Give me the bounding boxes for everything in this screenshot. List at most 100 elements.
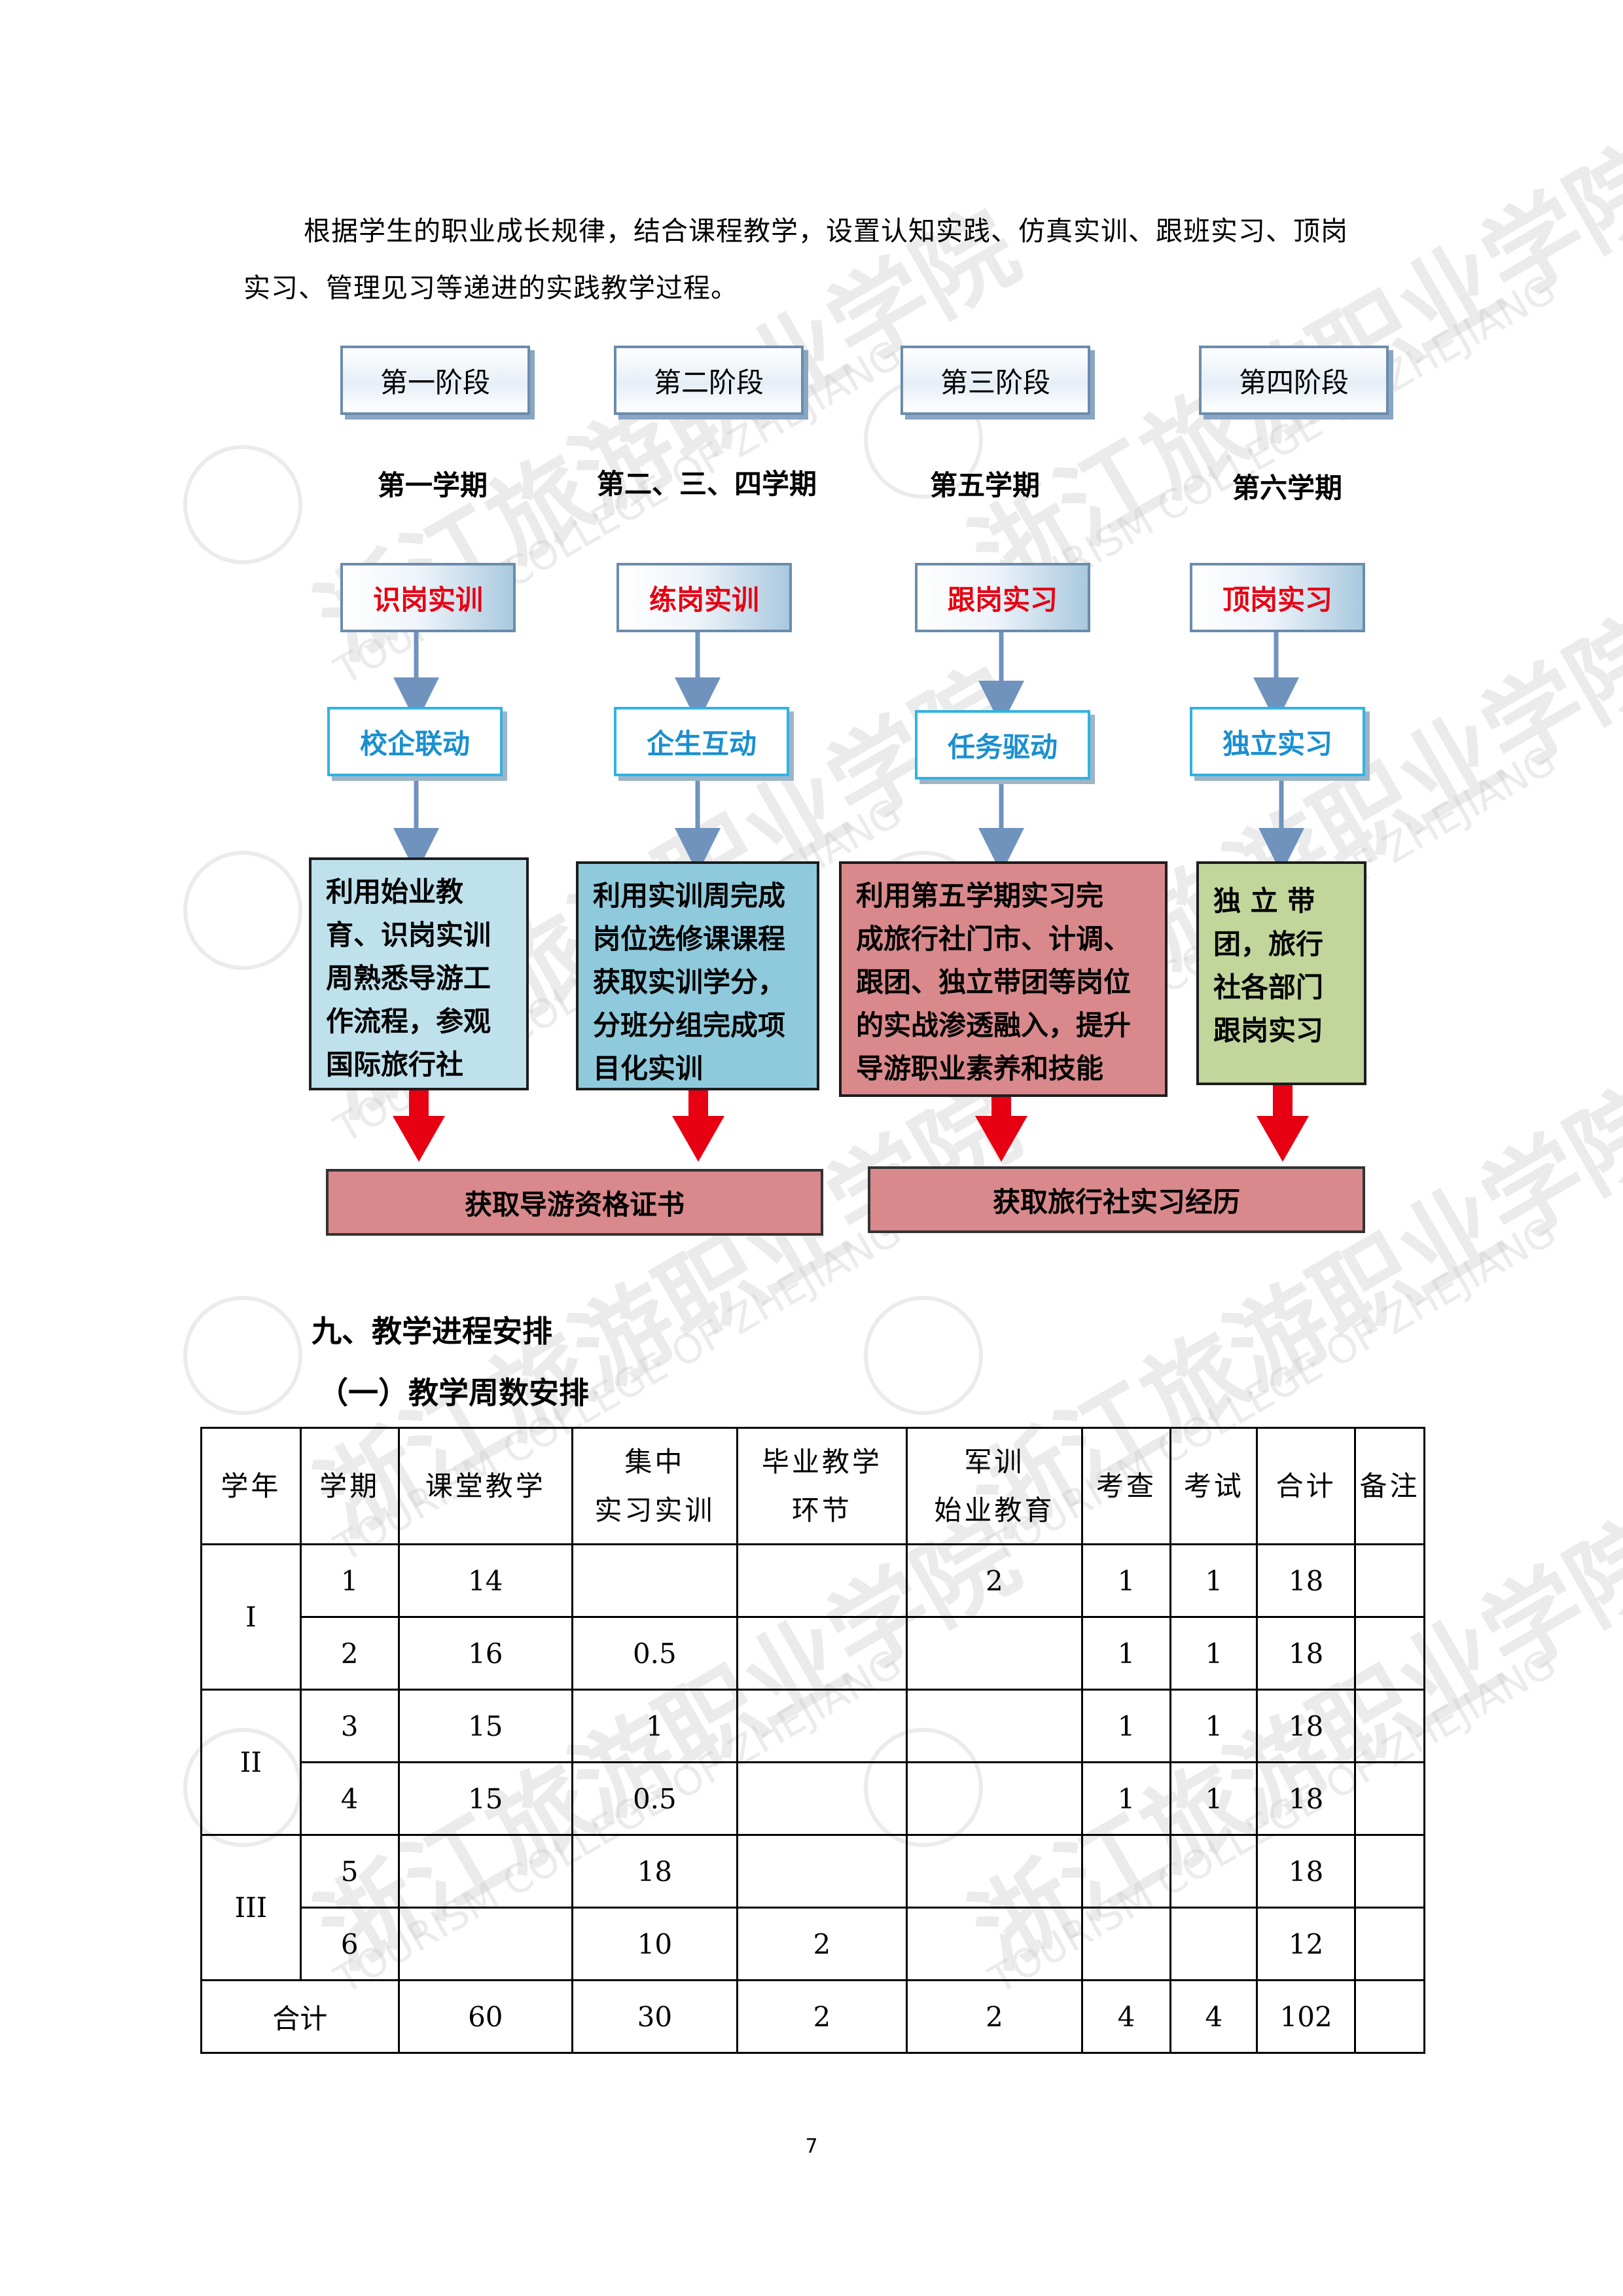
table-cell: 1 (1169, 1689, 1258, 1763)
table-cell: 16 (397, 1616, 574, 1691)
table-cell: 18 (1256, 1616, 1357, 1691)
table-cell: 4 (299, 1761, 400, 1836)
table-cell (1354, 1761, 1425, 1836)
table-cell: 18 (1256, 1761, 1357, 1836)
table-cell: 0.5 (571, 1761, 738, 1836)
total-cell: 4 (1169, 1979, 1258, 2054)
section-title: 九、教学进程安排 (312, 1314, 552, 1349)
table-row: 6 10 2 12 (202, 1907, 1425, 1981)
header-cell: 考查 (1080, 1427, 1172, 1545)
practice-box-4: 顶岗实习 (1190, 563, 1365, 632)
year-cell: I (200, 1543, 302, 1691)
table-cell (1169, 1907, 1258, 1981)
practice-box-3: 跟岗实习 (915, 563, 1090, 632)
header-cell: 学期 (299, 1427, 400, 1545)
table-cell (1354, 1616, 1425, 1691)
total-label-cell: 合计 (200, 1979, 400, 2054)
header-cell: 学年 (200, 1427, 302, 1545)
year-cell: III (200, 1834, 302, 1981)
total-cell: 4 (1080, 1979, 1172, 2054)
stage-box-2: 第二阶段 (614, 346, 804, 415)
section-subtitle: （一）教学周数安排 (318, 1375, 589, 1410)
table-cell: 1 (1080, 1543, 1172, 1618)
header-cell: 毕业教学 环节 (736, 1427, 908, 1545)
description-box-2: 利用实训周完成 岗位选修课课程 获取实训学分， 分班分组完成项 目化实训 (576, 861, 819, 1090)
teaching-weeks-table: 学年 学期 课堂教学 集中 实习实训 毕业教学 环节 军训 始业教育 考查 考试… (200, 1427, 1425, 2054)
intro-paragraph: 根据学生的职业成长规律，结合课程教学，设置认知实践、仿真实训、跟班实习、顶岗 实… (243, 203, 1435, 317)
table-row: III 5 18 18 (200, 1834, 1425, 1981)
intro-line-2: 实习、管理见习等递进的实践教学过程。 (243, 272, 738, 304)
description-line: 利用第五学期实习完 (856, 880, 1104, 912)
table-cell: 12 (1256, 1907, 1357, 1981)
header-cell: 考试 (1169, 1427, 1258, 1545)
mode-box-3: 任务驱动 (915, 710, 1090, 780)
total-cell: 30 (571, 1979, 738, 2054)
table-cell: 1 (1169, 1616, 1258, 1691)
description-line: 的实战渗透融入，提升 (856, 1009, 1132, 1041)
table-cell (906, 1616, 1083, 1691)
header-cell: 课堂教学 (397, 1427, 574, 1545)
table-cell: 1 (1080, 1616, 1172, 1691)
table-cell: 1 (571, 1689, 738, 1763)
header-cell: 备注 (1354, 1427, 1425, 1545)
description-line: 成旅行社门市、计调、 (856, 923, 1132, 955)
table-cell: 2 (299, 1616, 400, 1691)
description-box-3: 利用第五学期实习完 成旅行社门市、计调、 跟团、独立带团等岗位 的实战渗透融入，… (839, 861, 1168, 1097)
table-header-row: 学年 学期 课堂教学 集中 实习实训 毕业教学 环节 军训 始业教育 考查 考试… (200, 1427, 1425, 1545)
result-box-2: 获取旅行社实习经历 (868, 1166, 1365, 1233)
total-cell: 102 (1256, 1979, 1357, 2054)
practice-box-2: 练岗实训 (616, 563, 792, 632)
total-cell: 60 (397, 1979, 574, 2054)
total-cell: 2 (736, 1979, 908, 2054)
description-line: 利用始业教 (326, 876, 464, 908)
term-label-4: 第六学期 (1232, 472, 1342, 504)
table-cell (736, 1761, 908, 1836)
table-cell: 1 (1080, 1689, 1172, 1763)
red-down-arrow (393, 1083, 445, 1162)
practice-box-1: 识岗实训 (340, 563, 516, 632)
table-cell (1169, 1834, 1258, 1909)
page-number: 7 (805, 2135, 818, 2158)
table-row: II 3 15 1 1 1 18 (200, 1689, 1425, 1836)
description-line: 团，旅行 (1213, 928, 1324, 960)
description-box-4: 独 立 带 团，旅行 社各部门 跟岗实习 (1196, 861, 1366, 1085)
table-cell (1080, 1834, 1172, 1909)
table-cell: 3 (299, 1689, 400, 1763)
mode-box-1: 校企联动 (327, 707, 503, 776)
stage-box-4: 第四阶段 (1199, 346, 1389, 415)
description-line: 获取实训学分， (593, 966, 786, 998)
table-cell (397, 1834, 574, 1909)
table-cell: 15 (397, 1761, 574, 1836)
table-cell (736, 1834, 908, 1909)
table-row: I 1 14 2 1 1 18 (200, 1543, 1425, 1691)
mode-box-2: 企生互动 (614, 707, 789, 776)
table-cell: 14 (397, 1543, 574, 1618)
year-cell: II (200, 1689, 302, 1836)
header-cell: 军训 始业教育 (906, 1427, 1083, 1545)
red-down-arrow (672, 1083, 724, 1162)
table-cell (906, 1689, 1083, 1763)
table-cell: 6 (299, 1907, 400, 1981)
table-cell (1354, 1689, 1425, 1763)
description-box-1: 利用始业教 育、识岗实训 周熟悉导游工 作流程，参观 国际旅行社 (309, 857, 529, 1090)
description-line: 岗位选修课课程 (593, 923, 786, 955)
table-cell (1354, 1543, 1425, 1618)
description-line: 国际旅行社 (326, 1049, 464, 1081)
table-cell: 10 (571, 1907, 738, 1981)
table-cell: 5 (299, 1834, 400, 1909)
table-cell (736, 1543, 908, 1618)
term-label-1: 第一学期 (377, 469, 488, 501)
table-cell: 2 (906, 1543, 1083, 1618)
table-row: 2 16 0.5 1 1 18 (202, 1616, 1425, 1691)
table-cell: 18 (1256, 1834, 1357, 1909)
table-cell (571, 1543, 738, 1618)
description-line: 利用实训周完成 (593, 880, 786, 912)
table-cell: 2 (736, 1907, 908, 1981)
description-line: 跟团、独立带团等岗位 (856, 966, 1132, 998)
table-cell (1354, 1834, 1425, 1909)
description-line: 导游职业素养和技能 (856, 1052, 1104, 1085)
description-line: 目化实训 (593, 1052, 704, 1085)
table-cell (906, 1834, 1083, 1909)
description-line: 周熟悉导游工 (326, 962, 491, 994)
description-line: 跟岗实习 (1213, 1014, 1324, 1047)
